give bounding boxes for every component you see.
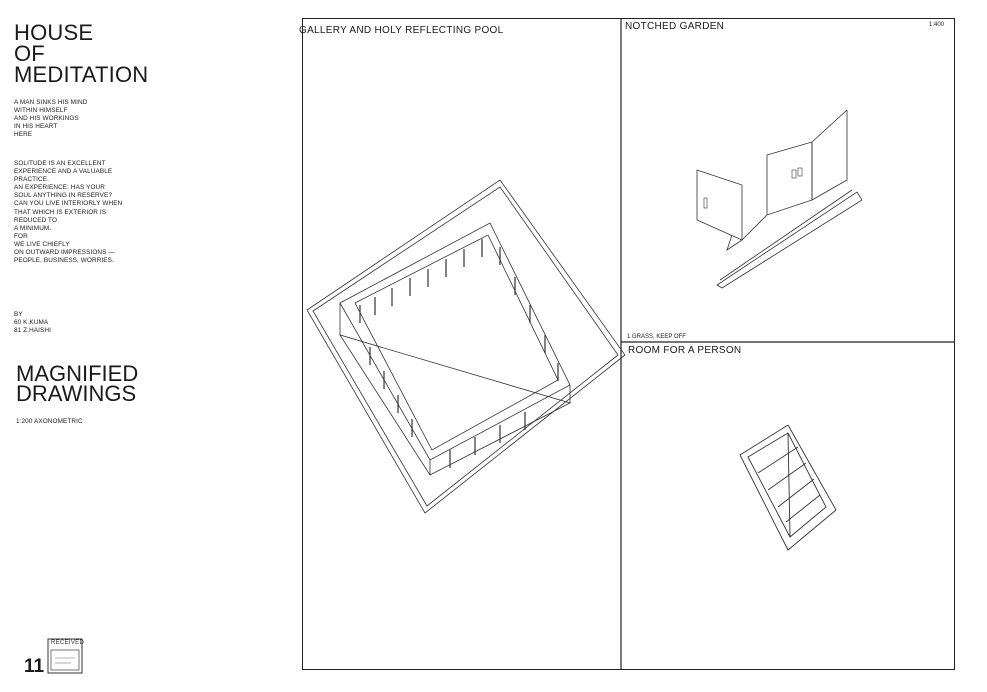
stamp-text: RECEIVED xyxy=(51,640,85,646)
credits: BY 60 K.KUMA 81 Z.HAISHI xyxy=(14,311,51,335)
panel-label-gallery: GALLERY AND HOLY REFLECTING POOL xyxy=(299,25,504,36)
panel-label-room: ROOM FOR A PERSON xyxy=(628,345,742,356)
received-stamp: RECEIVED xyxy=(47,638,85,674)
notched-garden-drawing xyxy=(696,110,862,289)
drawing-frame xyxy=(302,18,955,670)
page-number: 11 xyxy=(24,656,45,677)
notched-note: 1 GRASS, KEEP OFF xyxy=(627,334,686,340)
verse-2: SOLITUDE IS AN EXCELLENT EXPERIENCE AND … xyxy=(14,160,123,265)
sidebar: HOUSE OF MEDITATION A MAN SINKS HIS MIND… xyxy=(0,0,290,692)
notched-scale: 1:400 xyxy=(929,22,945,28)
panel-label-notched-garden: NOTCHED GARDEN xyxy=(625,21,725,32)
scale-note: 1:200 AXONOMETRIC xyxy=(16,418,83,425)
section-title: MAGNIFIED DRAWINGS xyxy=(16,361,139,406)
verse-1: A MAN SINKS HIS MIND WITHIN HIMSELF AND … xyxy=(14,99,88,139)
page-title: HOUSE OF MEDITATION xyxy=(14,20,149,87)
gallery-drawing xyxy=(306,179,626,514)
room-drawing xyxy=(739,425,837,551)
